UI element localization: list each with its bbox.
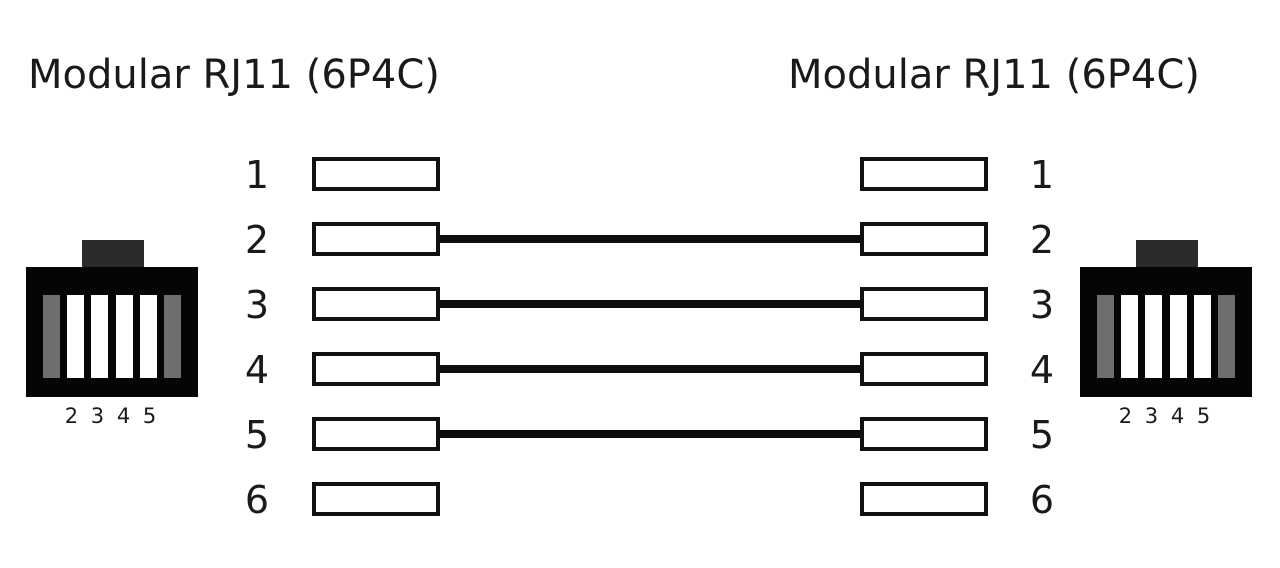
left-pin-number: 2 — [244, 218, 270, 262]
right-pin-number: 3 — [1029, 283, 1055, 327]
left-pin-number: 6 — [244, 478, 270, 522]
connector-pin-slot-2 — [1121, 295, 1139, 378]
right-pin-contact-box[interactable] — [860, 222, 988, 256]
connector-latch-tab-icon — [82, 240, 144, 268]
connector-pin-slot-6 — [1217, 295, 1235, 378]
right-pin-number: 4 — [1029, 348, 1055, 392]
connector-pin-slot-2 — [67, 295, 85, 378]
connector-pin-slot-1 — [43, 295, 60, 378]
right-pin-contact-box[interactable] — [860, 482, 988, 516]
left-pin-contact-box[interactable] — [312, 352, 440, 386]
right-pin-contact-box[interactable] — [860, 157, 988, 191]
right-pin-number: 5 — [1029, 413, 1055, 457]
connector-pin-slot-5 — [1193, 295, 1211, 378]
connector-pin-slot-4 — [1169, 295, 1187, 378]
left-pin-contact-box[interactable] — [312, 157, 440, 191]
connector-pin-slots — [1097, 295, 1235, 378]
left-pin-number: 5 — [244, 413, 270, 457]
right-connector-pin-caption: 2 3 4 5 — [1118, 404, 1214, 428]
left-connector-pin-caption: 2 3 4 5 — [64, 404, 160, 428]
left-pin-contact-box[interactable] — [312, 417, 440, 451]
left-pin-contact-box[interactable] — [312, 482, 440, 516]
connector-pin-slots — [43, 295, 181, 378]
connector-pin-slot-3 — [91, 295, 109, 378]
right-pin-contact-box[interactable] — [860, 417, 988, 451]
connector-pin-slot-6 — [163, 295, 181, 378]
connector-latch-tab-icon — [1136, 240, 1198, 268]
left-pin-number: 4 — [244, 348, 270, 392]
right-rj11-connector-icon: 2 3 4 5 — [1080, 240, 1252, 430]
connector-pin-slot-5 — [139, 295, 157, 378]
right-pin-number: 2 — [1029, 218, 1055, 262]
right-pin-number: 1 — [1029, 153, 1055, 197]
connector-pin-slot-4 — [115, 295, 133, 378]
connector-pin-slot-1 — [1097, 295, 1114, 378]
pin-connection-wire — [438, 365, 862, 373]
connector-pin-slot-3 — [1145, 295, 1163, 378]
right-connector-title: Modular RJ11 (6P4C) — [788, 52, 1200, 98]
left-rj11-connector-icon: 2 3 4 5 — [26, 240, 198, 430]
right-pin-contact-box[interactable] — [860, 287, 988, 321]
left-pin-contact-box[interactable] — [312, 222, 440, 256]
left-pin-contact-box[interactable] — [312, 287, 440, 321]
right-pin-contact-box[interactable] — [860, 352, 988, 386]
left-pin-number: 1 — [244, 153, 270, 197]
left-connector-title: Modular RJ11 (6P4C) — [28, 52, 440, 98]
pin-connection-wire — [438, 430, 862, 438]
pin-connection-wire — [438, 235, 862, 243]
left-pin-number: 3 — [244, 283, 270, 327]
right-pin-number: 6 — [1029, 478, 1055, 522]
pin-connection-wire — [438, 300, 862, 308]
